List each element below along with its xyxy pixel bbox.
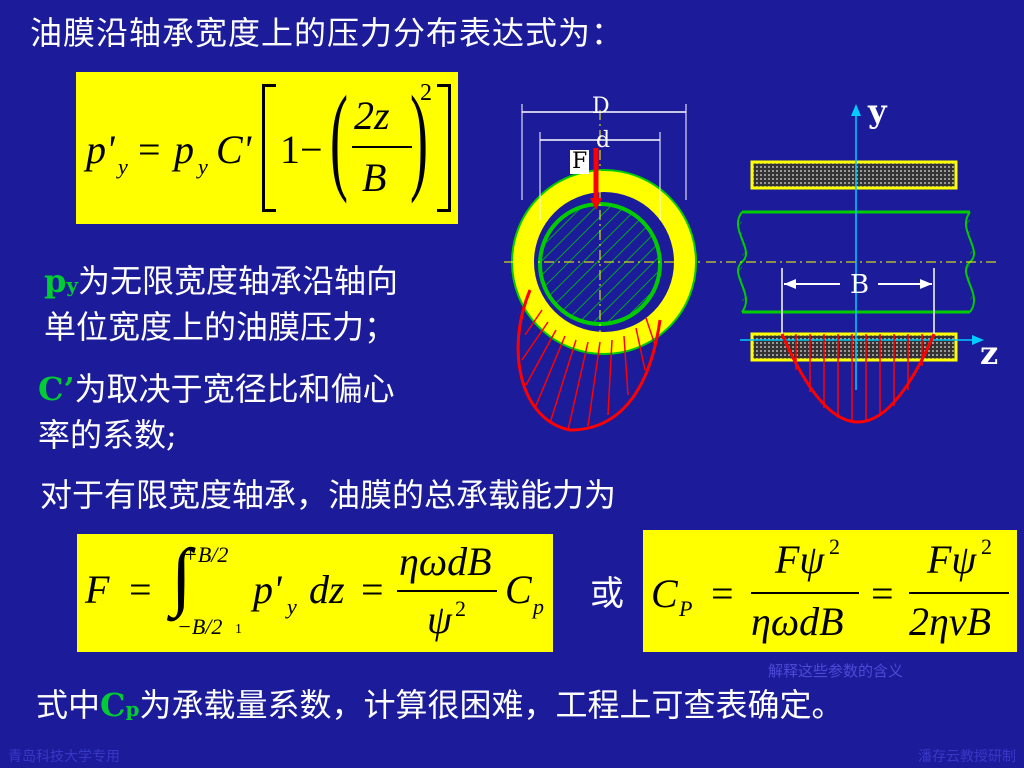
slide-title: 油膜沿轴承宽度上的压力分布表达式为： <box>30 14 625 52</box>
c-symbol: C’ <box>38 370 75 408</box>
pressure-distribution-formula: p' y = p y C' 1− ( 2z B ) 2 <box>76 72 458 224</box>
f3-numerator-1: Fψ <box>775 537 825 582</box>
f3-cp: C <box>651 571 678 616</box>
footer-left: 青岛科技大学专用 <box>8 749 120 765</box>
c-description-line1: C’为取决于宽径比和偏心 <box>38 364 395 410</box>
cross-section-view <box>504 104 704 432</box>
label-z: z <box>980 334 999 372</box>
py-description-line1: py为无限宽度轴承沿轴向 <box>44 256 398 302</box>
load-capacity-formula: F = ∫ +B/2 −B/2 1 p' y dz = ηωdB ψ 2 C p <box>77 534 553 652</box>
load-coefficient-formula: C P = Fψ 2 ηωdB = Fψ 2 2ηνB <box>643 530 1017 652</box>
finite-bearing-text: 对于有限宽度轴承，油膜的总承载能力为 <box>40 476 617 514</box>
f2-equals: = <box>129 567 152 612</box>
cp-symbol-sub: p <box>125 697 140 721</box>
f2-numerator: ηωdB <box>399 539 492 584</box>
f2-dz: dz <box>309 567 345 612</box>
f1-equals: = <box>138 127 161 172</box>
py-symbol-sub: y <box>66 273 78 297</box>
f2-upper-limit: +B/2 <box>183 542 229 567</box>
f1-exponent: 2 <box>420 80 432 106</box>
footer-right: 潘存云教授研制 <box>918 749 1016 765</box>
f1-c: C' <box>216 127 252 172</box>
hint-note: 解释这些参数的含义 <box>768 662 904 680</box>
py-description-line2: 单位宽度上的油膜压力； <box>44 308 397 346</box>
f1-close-paren: ) <box>410 71 428 204</box>
f3-numerator-1-exp: 2 <box>829 534 840 559</box>
label-d: d <box>596 128 611 153</box>
f1-p-sub: y <box>198 154 208 179</box>
f3-equals: = <box>711 571 734 616</box>
f2-integrand-sub: y <box>287 594 297 619</box>
or-text: 或 <box>590 574 624 614</box>
f2-integrand: p' <box>253 567 282 612</box>
f1-numerator: 2z <box>354 93 390 138</box>
f3-equals-2: = <box>871 571 894 616</box>
f3-numerator-2-exp: 2 <box>981 534 992 559</box>
f3-denominator-2: 2ηνB <box>909 599 992 644</box>
bottom-pre: 式中 <box>36 686 101 724</box>
bearing-diagram <box>504 104 1000 432</box>
f1-open-paren: ( <box>330 71 348 204</box>
py-symbol: p <box>44 262 67 300</box>
f3-denominator-1: ηωdB <box>751 599 844 644</box>
label-F: F <box>570 149 590 174</box>
f2-denominator-exp: 2 <box>455 596 466 621</box>
f2-cp-sub: p <box>533 594 544 619</box>
side-view <box>706 104 1000 424</box>
label-y: y <box>868 92 887 130</box>
label-D: D <box>592 94 610 119</box>
f2-F: F <box>85 567 110 612</box>
f2-equals-2: = <box>361 567 384 612</box>
f2-lower-sub: 1 <box>235 622 242 637</box>
f2-cp: C <box>505 567 532 612</box>
f2-denominator: ψ <box>427 597 452 642</box>
bottom-post: 为承载量系数，计算很困难，工程上可查表确定。 <box>139 686 844 724</box>
f1-denominator: B <box>362 155 387 200</box>
c-text-1: 为取决于宽径比和偏心 <box>74 370 395 408</box>
f1-one-minus: 1− <box>280 127 323 172</box>
f1-lhs: p' <box>86 127 115 172</box>
f1-lhs-sub: y <box>118 154 128 179</box>
c-description-line2: 率的系数; <box>38 416 177 454</box>
py-text-1: 为无限宽度轴承沿轴向 <box>78 262 399 300</box>
cp-symbol: C <box>100 686 126 724</box>
f3-cp-sub: P <box>679 596 693 621</box>
f3-numerator-2: Fψ <box>927 537 977 582</box>
f1-p: p <box>174 127 194 172</box>
label-B: B <box>850 270 870 300</box>
f2-lower-limit: −B/2 <box>177 614 223 639</box>
f2-integral: ∫ <box>171 534 192 618</box>
bottom-statement: 式中Cp为承载量系数，计算很困难，工程上可查表确定。 <box>36 680 843 726</box>
